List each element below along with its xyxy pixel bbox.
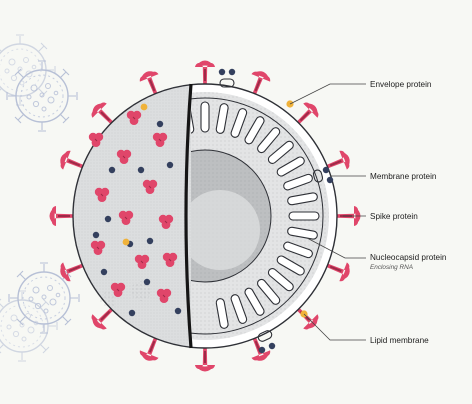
label-nucleocapsid-sub: Enclosing RNA [370,264,413,271]
label-nucleocapsid-protein: Nucleocapsid protein [370,253,447,262]
label-envelope-protein: Envelope protein [370,80,432,89]
label-membrane-protein: Membrane protein [370,172,437,181]
label-spike-protein: Spike protein [370,212,418,221]
label-lipid-membrane: Lipid membrane [370,336,429,345]
